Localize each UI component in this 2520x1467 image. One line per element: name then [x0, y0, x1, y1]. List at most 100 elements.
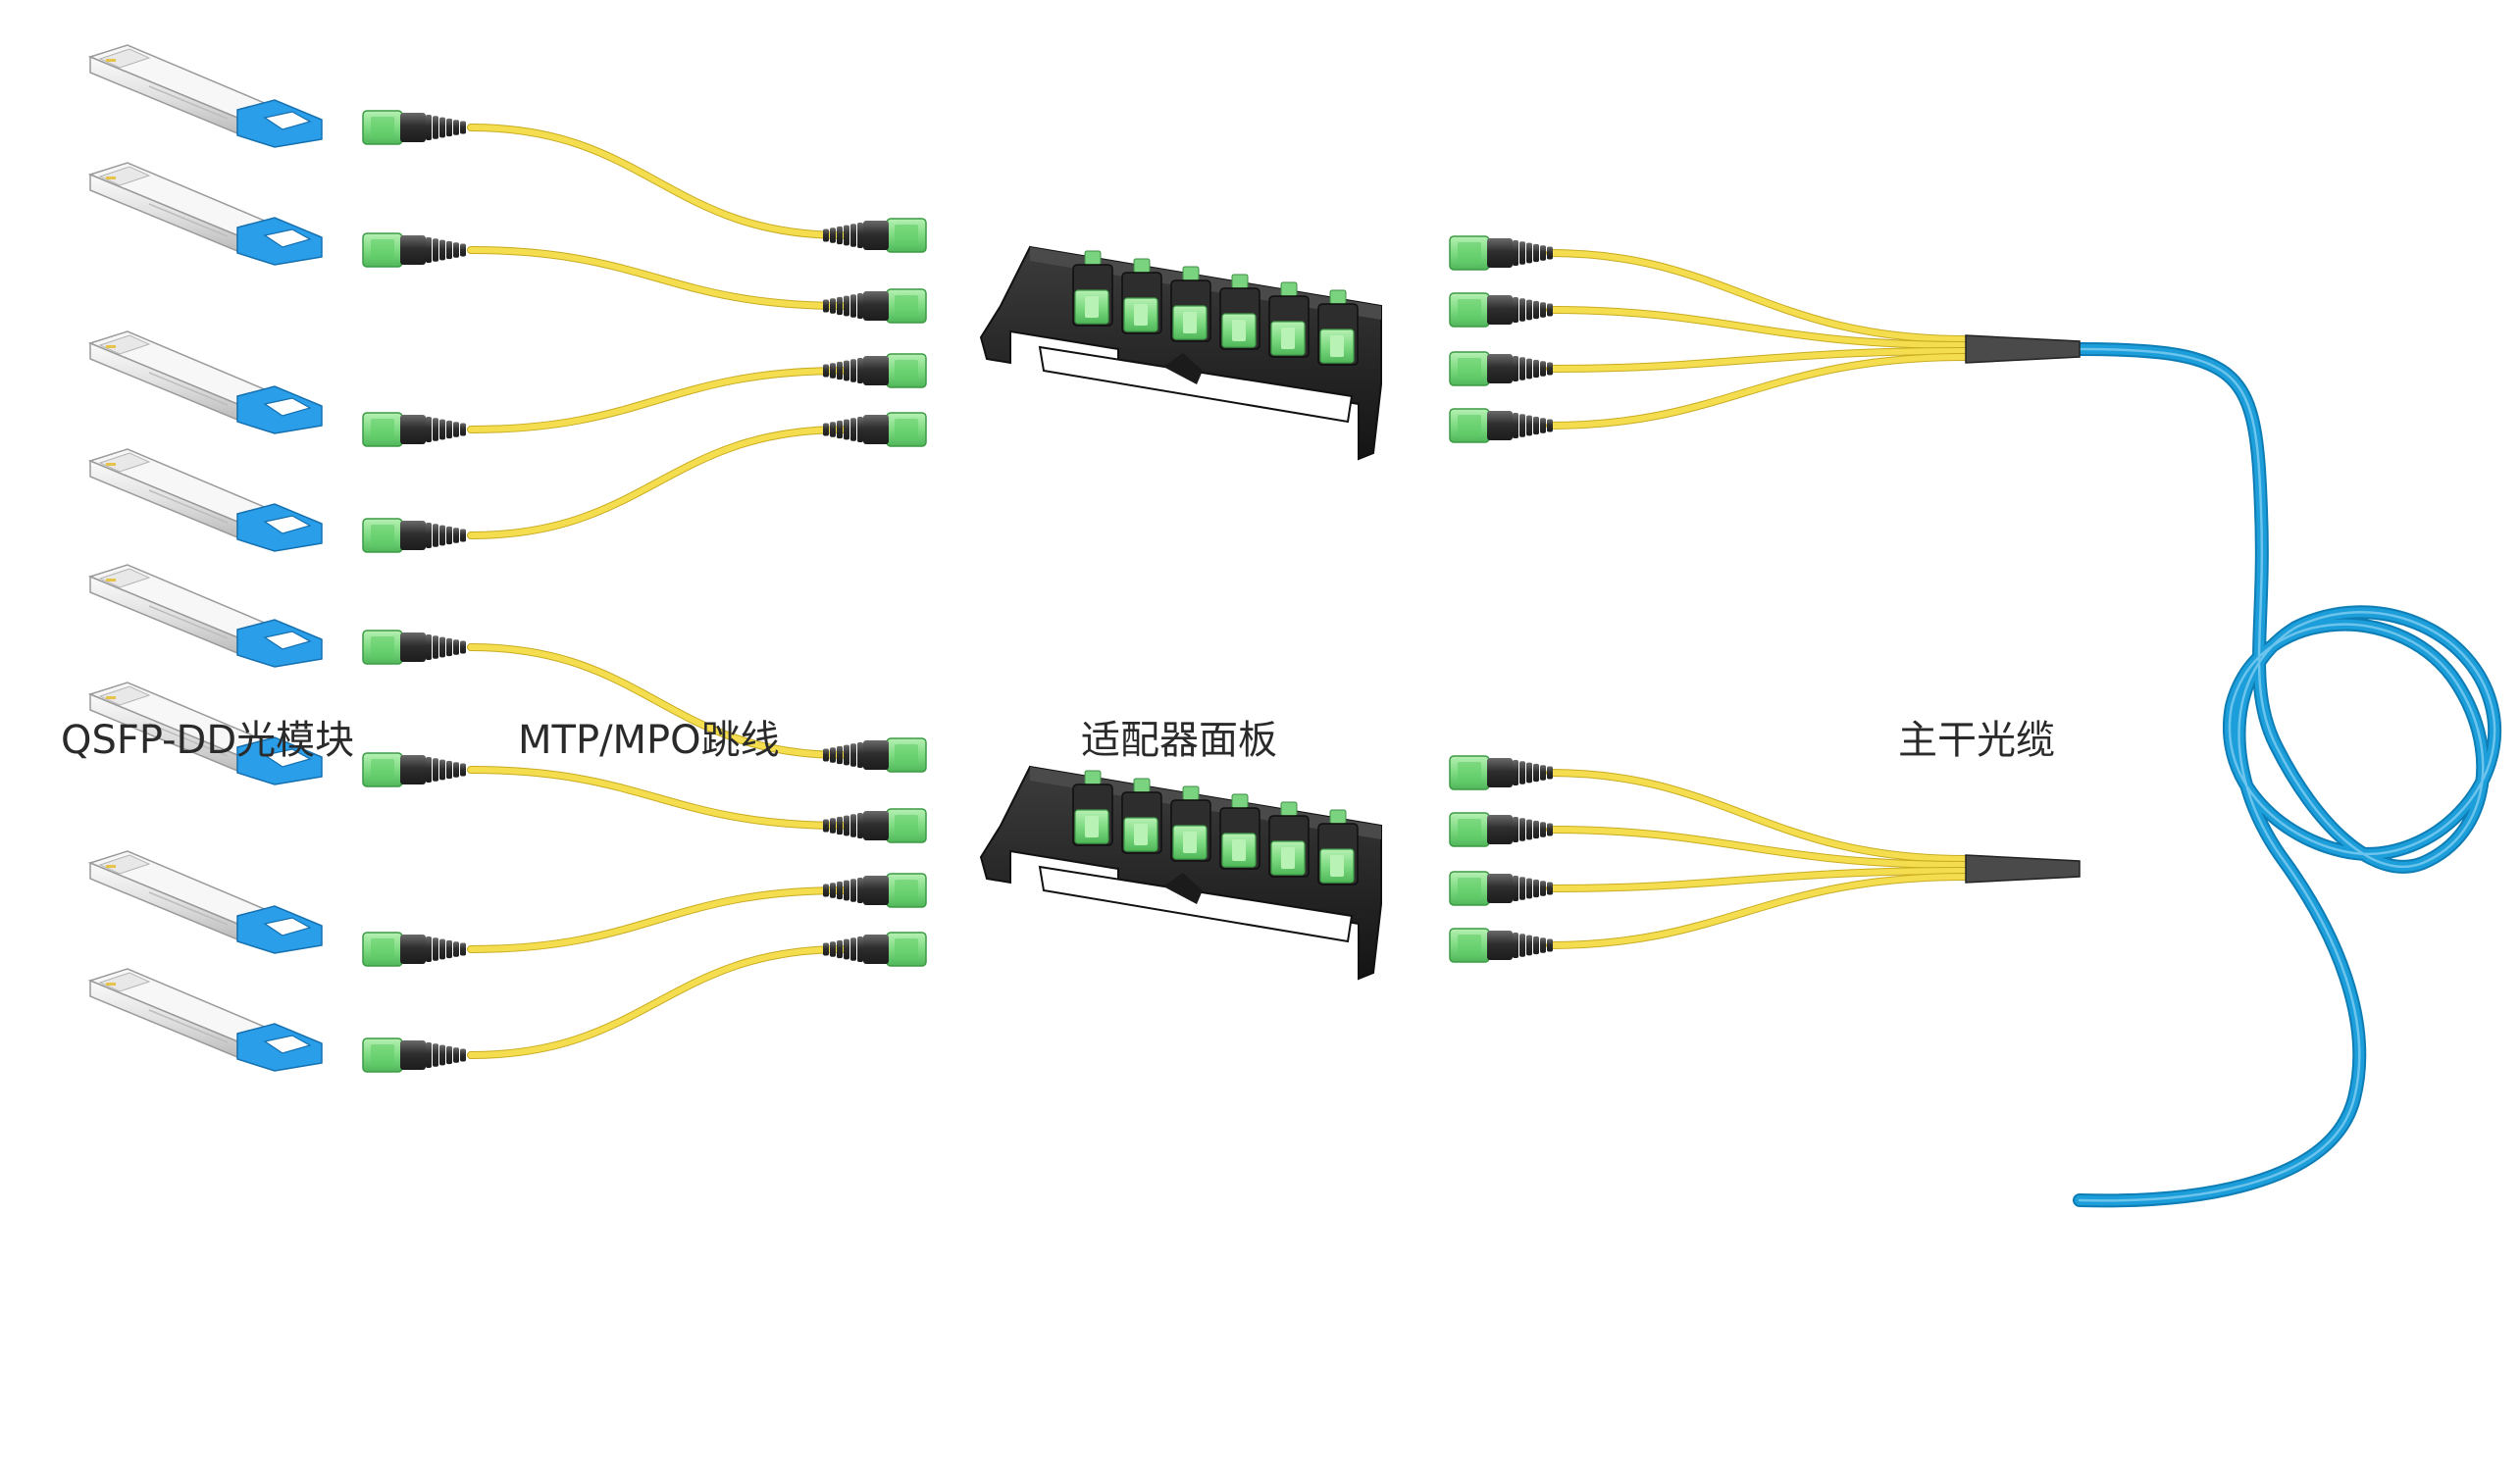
- boot-ridge: [446, 939, 452, 959]
- boot-ridge: [426, 237, 432, 263]
- boot-ridge: [1519, 818, 1525, 841]
- port-cap: [1182, 266, 1200, 281]
- boot-ridge: [844, 815, 849, 836]
- panel-window: [1038, 865, 1354, 943]
- module-seam: [148, 372, 229, 406]
- port-cap: [1182, 785, 1200, 801]
- boot-ridge: [823, 942, 829, 956]
- connector-housing: [863, 356, 889, 385]
- boot-ridge: [1533, 879, 1539, 898]
- boot-ridge: [837, 361, 843, 380]
- module-label-plate: [98, 452, 151, 473]
- boot-ridge: [439, 1044, 445, 1066]
- module-contact: [106, 463, 116, 466]
- port-cap: [1280, 281, 1298, 297]
- patch-cord-connector-module-side: [362, 630, 466, 665]
- module-label-plate: [98, 854, 151, 875]
- port-cap: [1084, 250, 1102, 266]
- boot-ridge: [433, 758, 438, 782]
- fanout-fiber: [1547, 354, 1969, 429]
- port-key: [1085, 816, 1099, 837]
- connector-housing: [863, 221, 889, 250]
- port-cap: [1329, 289, 1347, 305]
- connector-latch: [1458, 415, 1481, 436]
- boot-ridge: [837, 420, 843, 439]
- boot-ridge: [426, 757, 432, 783]
- patch-cord-connector-module-side: [362, 1037, 466, 1073]
- connector-housing: [400, 235, 426, 265]
- connector-latch: [895, 225, 918, 246]
- patch-cord-connector-panel-side: [823, 288, 927, 324]
- boot-ridge: [1540, 418, 1546, 433]
- boot-ridge: [850, 294, 856, 318]
- boot-ridge: [850, 879, 856, 902]
- panel-divider: [1163, 873, 1203, 904]
- boot-ridge: [844, 938, 849, 960]
- boot-ridge: [453, 242, 459, 258]
- pull-tab-hole: [263, 917, 312, 936]
- fanout-connector: [1449, 755, 1553, 790]
- boot-ridge: [1513, 760, 1518, 785]
- boot-ridge: [1540, 245, 1546, 261]
- boot-ridge: [844, 225, 849, 246]
- patch-cord-connector-module-side: [362, 752, 466, 787]
- module-contact: [106, 865, 116, 868]
- boot-ridge: [844, 744, 849, 766]
- boot-ridge: [426, 115, 432, 140]
- boot-ridge: [1519, 414, 1525, 437]
- boot-ridge: [823, 364, 829, 378]
- boot-ridge: [1519, 761, 1525, 784]
- qsfp-dd-module: [87, 850, 323, 954]
- port-key: [1134, 824, 1148, 845]
- fanout-connector: [1449, 351, 1553, 386]
- boot-ridge: [1540, 361, 1546, 377]
- boot-ridge: [1526, 415, 1532, 436]
- connector-boot: [823, 417, 863, 442]
- boot-ridge: [837, 745, 843, 765]
- pull-tab-hole: [263, 515, 312, 534]
- boot-ridge: [439, 419, 445, 440]
- connector-boot: [426, 757, 466, 783]
- label-adapter-panel: 适配器面板: [1081, 718, 1277, 763]
- port-key: [1232, 839, 1246, 861]
- module-seam: [148, 1009, 229, 1043]
- connector-housing: [400, 1040, 426, 1070]
- boot-ridge: [446, 240, 452, 260]
- boot-ridge: [857, 293, 863, 319]
- patch-cord-connector-panel-side: [823, 737, 927, 773]
- boot-ridge: [433, 116, 438, 139]
- boot-ridge: [850, 224, 856, 247]
- connector-housing: [1487, 758, 1513, 787]
- fanout-connector: [1449, 235, 1553, 271]
- boot-ridge: [446, 526, 452, 545]
- fanout-fiber: [1547, 348, 1969, 372]
- connector-housing: [400, 935, 426, 964]
- connector-boot: [1513, 297, 1553, 323]
- fanout-fiber: [1547, 874, 1969, 948]
- boot-ridge: [1513, 876, 1518, 901]
- fanout-fiber: [1547, 307, 1969, 348]
- qsfp-dd-module: [87, 448, 323, 552]
- connector-boot: [426, 936, 466, 962]
- boot-ridge: [1533, 359, 1539, 379]
- connector-housing: [400, 113, 426, 142]
- boot-ridge: [433, 418, 438, 441]
- boot-ridge: [1526, 878, 1532, 899]
- boot-ridge: [857, 417, 863, 442]
- boot-ridge: [460, 529, 466, 542]
- qsfp-dd-module: [87, 968, 323, 1072]
- boot-ridge: [850, 743, 856, 767]
- adapter-port: [1219, 793, 1260, 870]
- adapter-port: [1170, 266, 1211, 342]
- pull-tab-hole: [263, 228, 312, 248]
- boot-ridge: [837, 881, 843, 900]
- connector-latch: [1458, 299, 1481, 321]
- boot-ridge: [837, 296, 843, 316]
- port-key: [1281, 847, 1295, 869]
- connector-boot: [823, 358, 863, 383]
- patch-cord-connector-panel-side: [823, 412, 927, 447]
- fanout-fiber: [1547, 827, 1969, 868]
- boot-ridge: [1547, 882, 1553, 895]
- connector-latch: [1458, 242, 1481, 264]
